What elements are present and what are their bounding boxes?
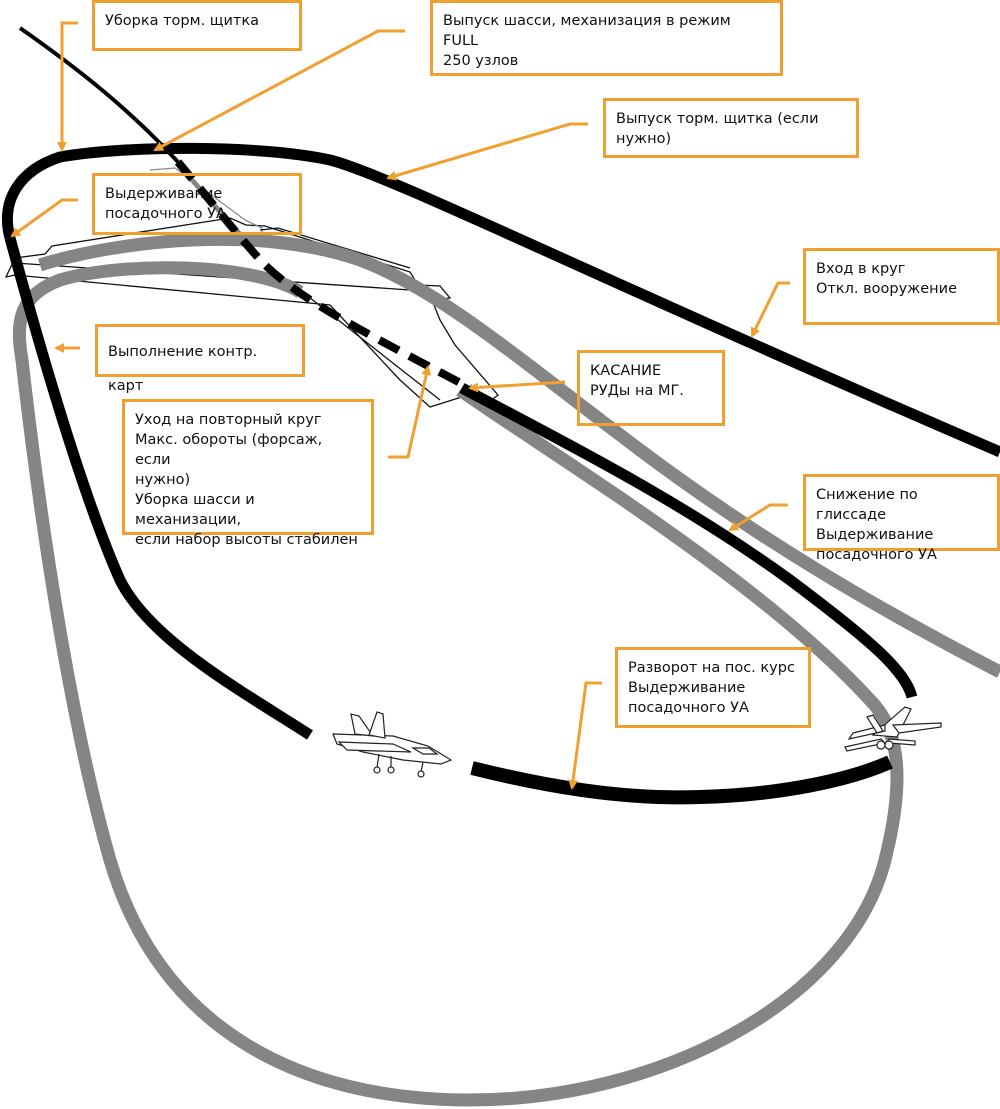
leader-speedbrake-retract	[57, 21, 78, 152]
callout-checklist: Выполнение контр. карт	[95, 324, 305, 394]
callout-pattern-entry: Вход в круг Откл. вооружение	[803, 248, 1000, 325]
callout-hold-aoa-upwind: Выдерживание посадочного УА	[92, 173, 302, 235]
callout-final-turn: Разворот на пос. курс Выдерживание посад…	[615, 647, 811, 728]
pattern-upwind-crosswind	[1, 142, 1000, 458]
dashed-glideslope-path	[174, 159, 472, 392]
callout-gear-flaps-down: Выпуск шасси, механизация в режим FULL 2…	[430, 0, 783, 76]
aircraft-rear-icon	[844, 706, 942, 752]
leader-go-around	[388, 365, 432, 459]
go-around-path	[12, 261, 904, 1107]
leader-hold-aoa-upwind	[10, 198, 78, 238]
callout-touchdown: КАСАНИЕ РУДы на МГ.	[577, 350, 725, 426]
leader-speedbrake-extend	[386, 122, 588, 181]
callout-leaders	[10, 21, 790, 790]
callout-speedbrake-extend: Выпуск торм. щитка (если нужно)	[603, 98, 859, 158]
leader-pattern-entry	[750, 281, 790, 338]
leader-glideslope	[728, 503, 788, 532]
callout-go-around: Уход на повторный круг Макс. обороты (фо…	[122, 399, 374, 548]
pattern-glideslope	[459, 383, 918, 699]
leader-touchdown	[468, 380, 566, 393]
leader-final-turn	[568, 681, 602, 790]
callout-speedbrake-retract: Уборка торм. щитка	[92, 0, 302, 51]
leader-gear-flaps-down	[153, 29, 405, 152]
go-around-climb-path	[38, 232, 1000, 678]
pattern-downwind-base	[4, 236, 313, 740]
callout-glideslope: Снижение по глиссаде Выдерживание посадо…	[803, 474, 1000, 563]
pattern-final-turn	[470, 755, 893, 805]
aircraft-side-icon	[332, 711, 453, 778]
